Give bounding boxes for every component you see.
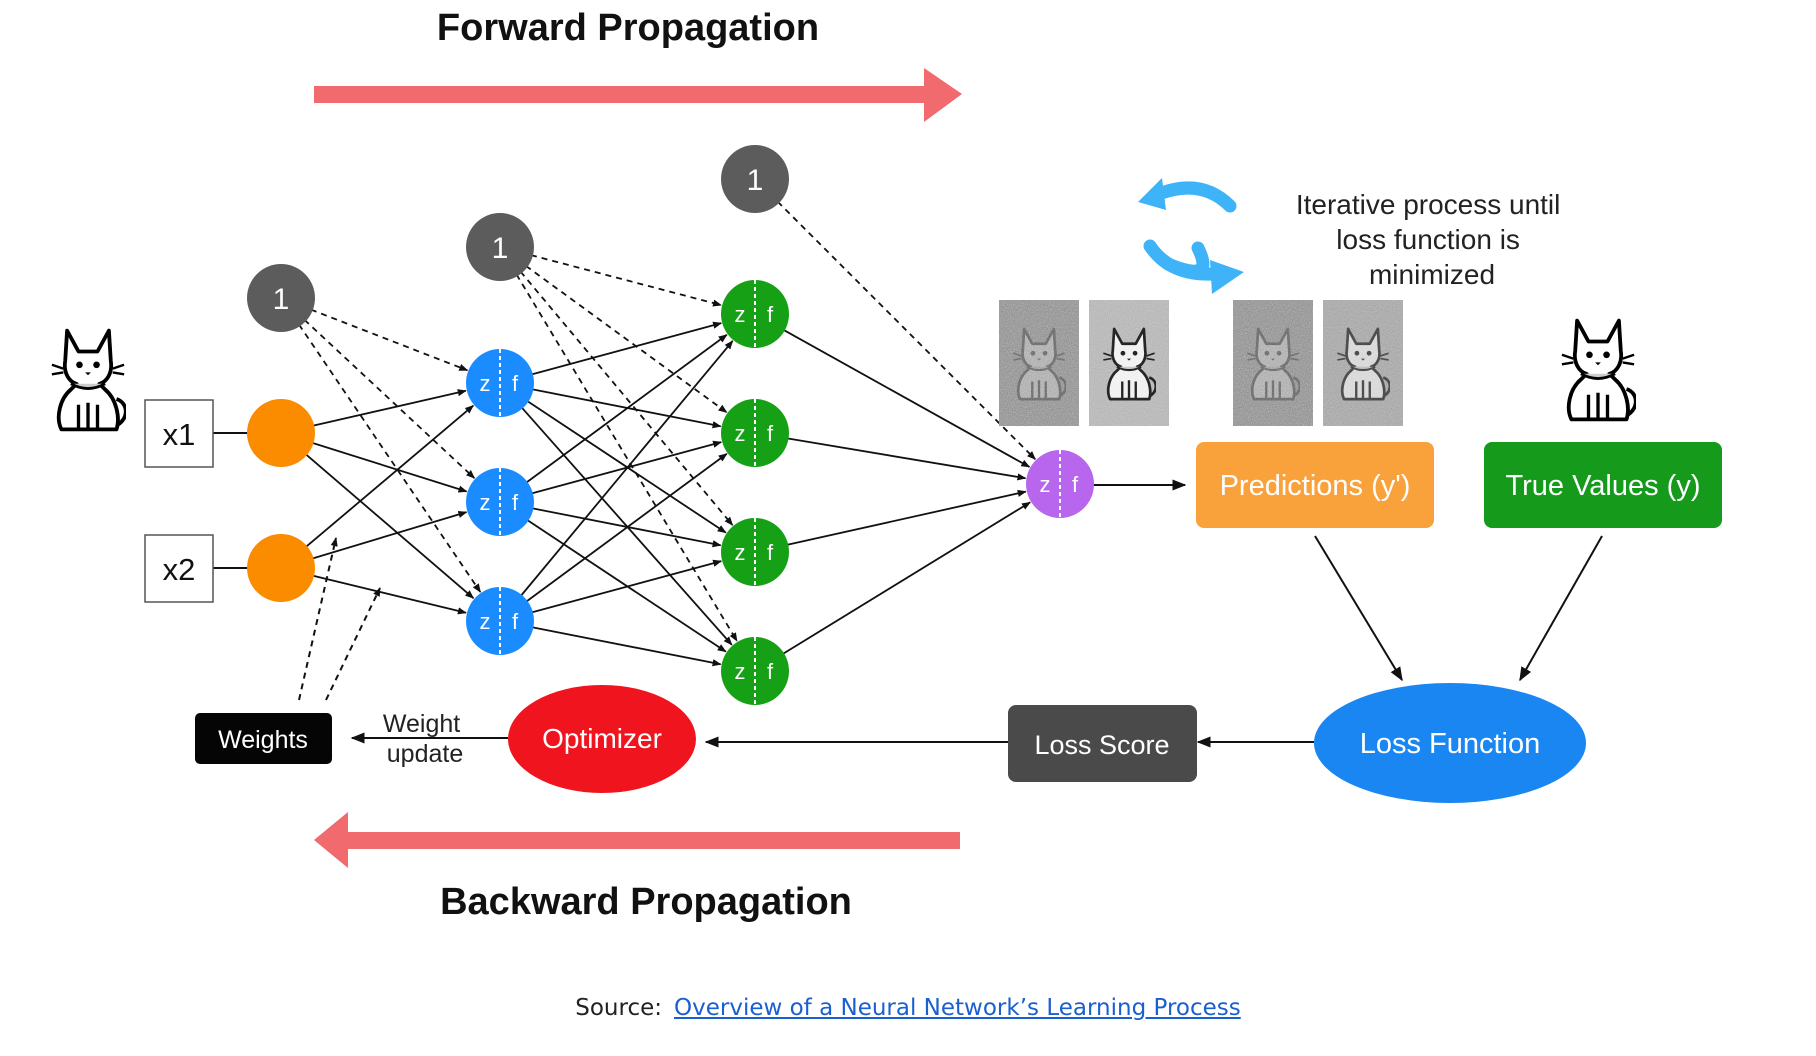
backward-arrow bbox=[314, 812, 960, 868]
noisy-cat-image bbox=[1089, 300, 1169, 426]
f-label: f bbox=[767, 659, 774, 684]
bias-connection bbox=[525, 265, 728, 414]
z-label: z bbox=[735, 421, 746, 446]
bias-label: 1 bbox=[747, 164, 764, 197]
z-label: z bbox=[480, 609, 491, 634]
loss-score-box: Loss Score bbox=[1008, 705, 1197, 782]
source-label: Source: bbox=[575, 995, 663, 1021]
connection bbox=[311, 510, 468, 560]
connection bbox=[531, 388, 722, 429]
bias-label: 1 bbox=[273, 283, 290, 316]
connection bbox=[531, 507, 722, 548]
input-x1: x1 bbox=[144, 399, 214, 468]
bias-node: 1 bbox=[721, 145, 789, 213]
connection bbox=[311, 574, 467, 615]
connection bbox=[525, 453, 728, 603]
weight-feedback-arrows bbox=[298, 537, 381, 701]
z-label: z bbox=[480, 490, 491, 515]
bias-connection bbox=[515, 273, 738, 642]
bias-connections bbox=[298, 200, 1036, 642]
bias-connection bbox=[310, 308, 469, 372]
noisy-cat-image bbox=[1233, 300, 1313, 426]
optimizer-node: Optimizer bbox=[508, 685, 696, 793]
svg-text:Loss Function: Loss Function bbox=[1360, 728, 1541, 760]
cat-icon bbox=[1560, 318, 1636, 422]
f-label: f bbox=[767, 540, 774, 565]
bias-connection bbox=[303, 319, 476, 479]
bias-connection bbox=[776, 200, 1036, 460]
connection bbox=[526, 518, 727, 653]
weights-box: Weights bbox=[195, 713, 332, 764]
bias-node: 1 bbox=[247, 264, 315, 332]
z-label: z bbox=[735, 540, 746, 565]
connection bbox=[311, 441, 468, 493]
z-label: z bbox=[735, 659, 746, 684]
source-caption: Source: Overview of a Neural Network’s Le… bbox=[0, 995, 1816, 1021]
network-connections bbox=[304, 321, 1031, 667]
z-label: z bbox=[480, 371, 491, 396]
bias-connection bbox=[298, 323, 482, 593]
connection bbox=[304, 453, 475, 599]
f-label: f bbox=[767, 302, 774, 327]
svg-text:Optimizer: Optimizer bbox=[542, 723, 662, 754]
cycle-arrows-icon bbox=[1138, 178, 1244, 294]
forward-arrow bbox=[314, 68, 962, 122]
bias-node: 1 bbox=[466, 213, 534, 281]
backward-propagation-title: Backward Propagation bbox=[440, 881, 852, 923]
connection bbox=[525, 334, 728, 484]
svg-text:Loss Score: Loss Score bbox=[1034, 730, 1169, 760]
input-x2: x2 bbox=[144, 534, 214, 603]
connection bbox=[304, 404, 474, 549]
connection bbox=[520, 406, 733, 646]
bias-connection bbox=[519, 270, 734, 526]
forward-propagation-title: Forward Propagation bbox=[437, 7, 819, 49]
source-link[interactable]: Overview of a Neural Network’s Learning … bbox=[674, 995, 1241, 1021]
noisy-cat-images bbox=[999, 300, 1403, 426]
connection bbox=[526, 399, 727, 534]
svg-text:True Values (y): True Values (y) bbox=[1506, 470, 1701, 502]
weight-update-label: Weight update bbox=[383, 710, 467, 768]
z-label: z bbox=[1040, 472, 1051, 497]
connection bbox=[782, 328, 1031, 468]
svg-text:Predictions (y'): Predictions (y') bbox=[1220, 470, 1411, 502]
svg-text:x2: x2 bbox=[163, 552, 196, 587]
connection bbox=[786, 489, 1027, 546]
bias-connection bbox=[530, 254, 723, 307]
f-label: f bbox=[512, 609, 519, 634]
z-label: z bbox=[735, 302, 746, 327]
connection bbox=[519, 340, 734, 597]
connection bbox=[530, 321, 723, 376]
input-neuron bbox=[247, 534, 315, 602]
f-label: f bbox=[1072, 472, 1079, 497]
input-neuron bbox=[247, 399, 315, 467]
bias-label: 1 bbox=[492, 232, 509, 265]
svg-text:x1: x1 bbox=[163, 417, 196, 452]
cat-icon bbox=[50, 328, 126, 432]
noisy-cat-image bbox=[999, 300, 1079, 426]
f-label: f bbox=[512, 371, 519, 396]
predictions-box: Predictions (y') bbox=[1196, 442, 1434, 528]
f-label: f bbox=[512, 490, 519, 515]
svg-text:Weights: Weights bbox=[218, 726, 308, 754]
connection bbox=[311, 389, 467, 427]
true-values-box: True Values (y) bbox=[1484, 442, 1722, 528]
connection bbox=[530, 559, 723, 614]
connection bbox=[781, 501, 1031, 656]
connection bbox=[531, 626, 722, 667]
noisy-cat-image bbox=[1323, 300, 1403, 426]
iterative-note: Iterative process until loss function is… bbox=[1296, 189, 1568, 290]
f-label: f bbox=[767, 421, 774, 446]
loss-function-node: Loss Function bbox=[1314, 683, 1586, 803]
connection bbox=[786, 437, 1027, 481]
